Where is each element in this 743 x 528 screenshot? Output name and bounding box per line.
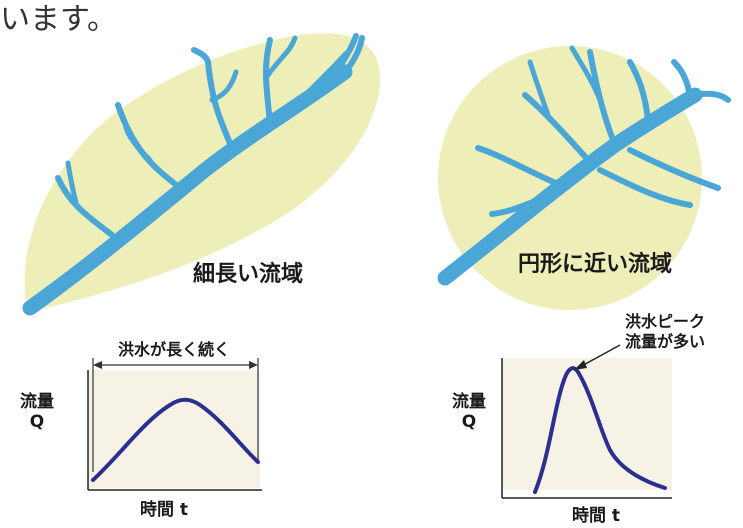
circular-river-network	[437, 45, 731, 286]
peak-label-line2: 流量が多い	[625, 332, 706, 351]
left-y-label-line2: Q	[29, 412, 45, 433]
tributary	[191, 47, 235, 151]
tributary	[627, 147, 721, 191]
tributary	[692, 90, 731, 103]
right-y-axis-label: 流量 Q	[452, 392, 486, 433]
tributary	[489, 194, 548, 217]
duration-arrow-right-head	[249, 361, 258, 369]
tributary	[587, 49, 618, 148]
top-text-fragment: います。	[0, 2, 117, 37]
duration-label: 洪水が長く続く	[118, 340, 231, 359]
tributary	[522, 92, 593, 165]
right-x-axis-label: 時間 t	[572, 506, 621, 526]
peak-label: 洪水ピーク 流量が多い	[625, 312, 705, 352]
broad-hydrograph-curve	[91, 397, 260, 482]
tributary	[627, 59, 651, 123]
right-y-label-line1: 流量	[452, 392, 486, 412]
tributary	[671, 59, 693, 100]
left-y-axis-label: 流量 Q	[20, 392, 54, 433]
elongated-basin-label: 細長い流域	[193, 262, 304, 287]
tributary	[287, 51, 349, 115]
tributary	[55, 175, 115, 238]
tributary	[527, 59, 551, 118]
right-y-label-line2: Q	[461, 412, 477, 433]
tributary	[262, 37, 273, 128]
right-graph-area	[502, 358, 672, 490]
peaked-hydrograph-curve	[533, 366, 667, 494]
tributary	[123, 125, 153, 163]
peak-pointer-arrowhead	[574, 360, 587, 370]
tributary	[342, 35, 365, 75]
circular-basin-label: 円形に近い流域	[518, 252, 673, 277]
peak-label-line1: 洪水ピーク	[625, 312, 706, 331]
tributary	[597, 167, 693, 208]
elongated-river-network	[22, 33, 365, 316]
left-graph-area	[88, 370, 260, 488]
tributary	[475, 145, 563, 188]
tributary	[265, 35, 298, 78]
duration-arrow-left-head	[93, 361, 102, 369]
left-x-axis-label: 時間 t	[140, 500, 189, 520]
main-channel	[437, 87, 703, 286]
tributary	[569, 45, 603, 103]
tributary	[209, 69, 239, 103]
tributary	[65, 160, 79, 205]
left-y-label-line1: 流量	[20, 392, 54, 412]
